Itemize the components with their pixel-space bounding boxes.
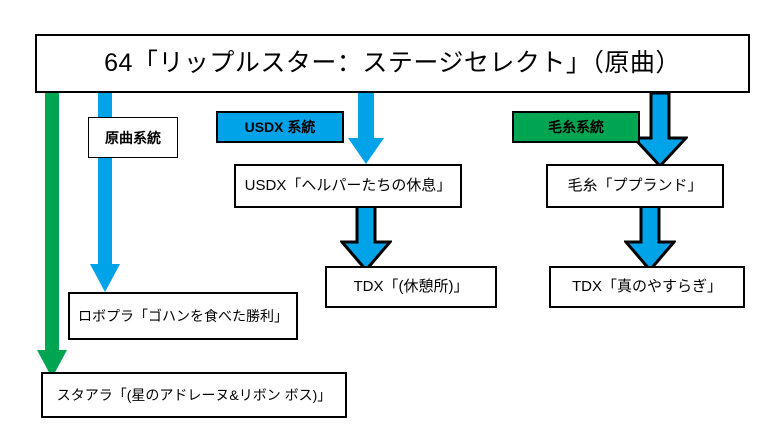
arrow-title-to-keito-pupu bbox=[632, 92, 688, 168]
arrow-keito-pupu-to-tdx-yasuragi bbox=[624, 200, 676, 272]
legend-keito[interactable]: 毛糸系統 bbox=[512, 111, 640, 143]
node-usdx-helper[interactable]: USDX「ヘルパーたちの休息」 bbox=[234, 164, 462, 208]
legend-usdx[interactable]: USDX 系統 bbox=[216, 111, 344, 143]
node-robopla[interactable]: ロボプラ「ゴハンを食べた勝利」 bbox=[68, 292, 298, 340]
arrow-title-to-staara bbox=[36, 92, 68, 380]
node-tdx-kyukeijo[interactable]: TDX「(休憩所)」 bbox=[325, 266, 497, 308]
node-title[interactable]: 64「リップルスター：ステージセレクト」（原曲） bbox=[35, 34, 750, 93]
legend-genkyoku[interactable]: 原曲系統 bbox=[88, 117, 178, 158]
node-staara[interactable]: スタアラ「(星のアドレーヌ&リボン ボス)」 bbox=[41, 372, 347, 418]
node-tdx-yasuragi[interactable]: TDX「真のやすらぎ」 bbox=[549, 266, 745, 308]
arrow-title-to-robopla bbox=[89, 92, 121, 294]
arrow-usdx-helper-to-tdx-kyukeijo bbox=[340, 200, 392, 272]
arrow-title-to-usdx-helper bbox=[347, 92, 385, 166]
node-keito-pupu[interactable]: 毛糸「ププランド」 bbox=[546, 164, 724, 208]
